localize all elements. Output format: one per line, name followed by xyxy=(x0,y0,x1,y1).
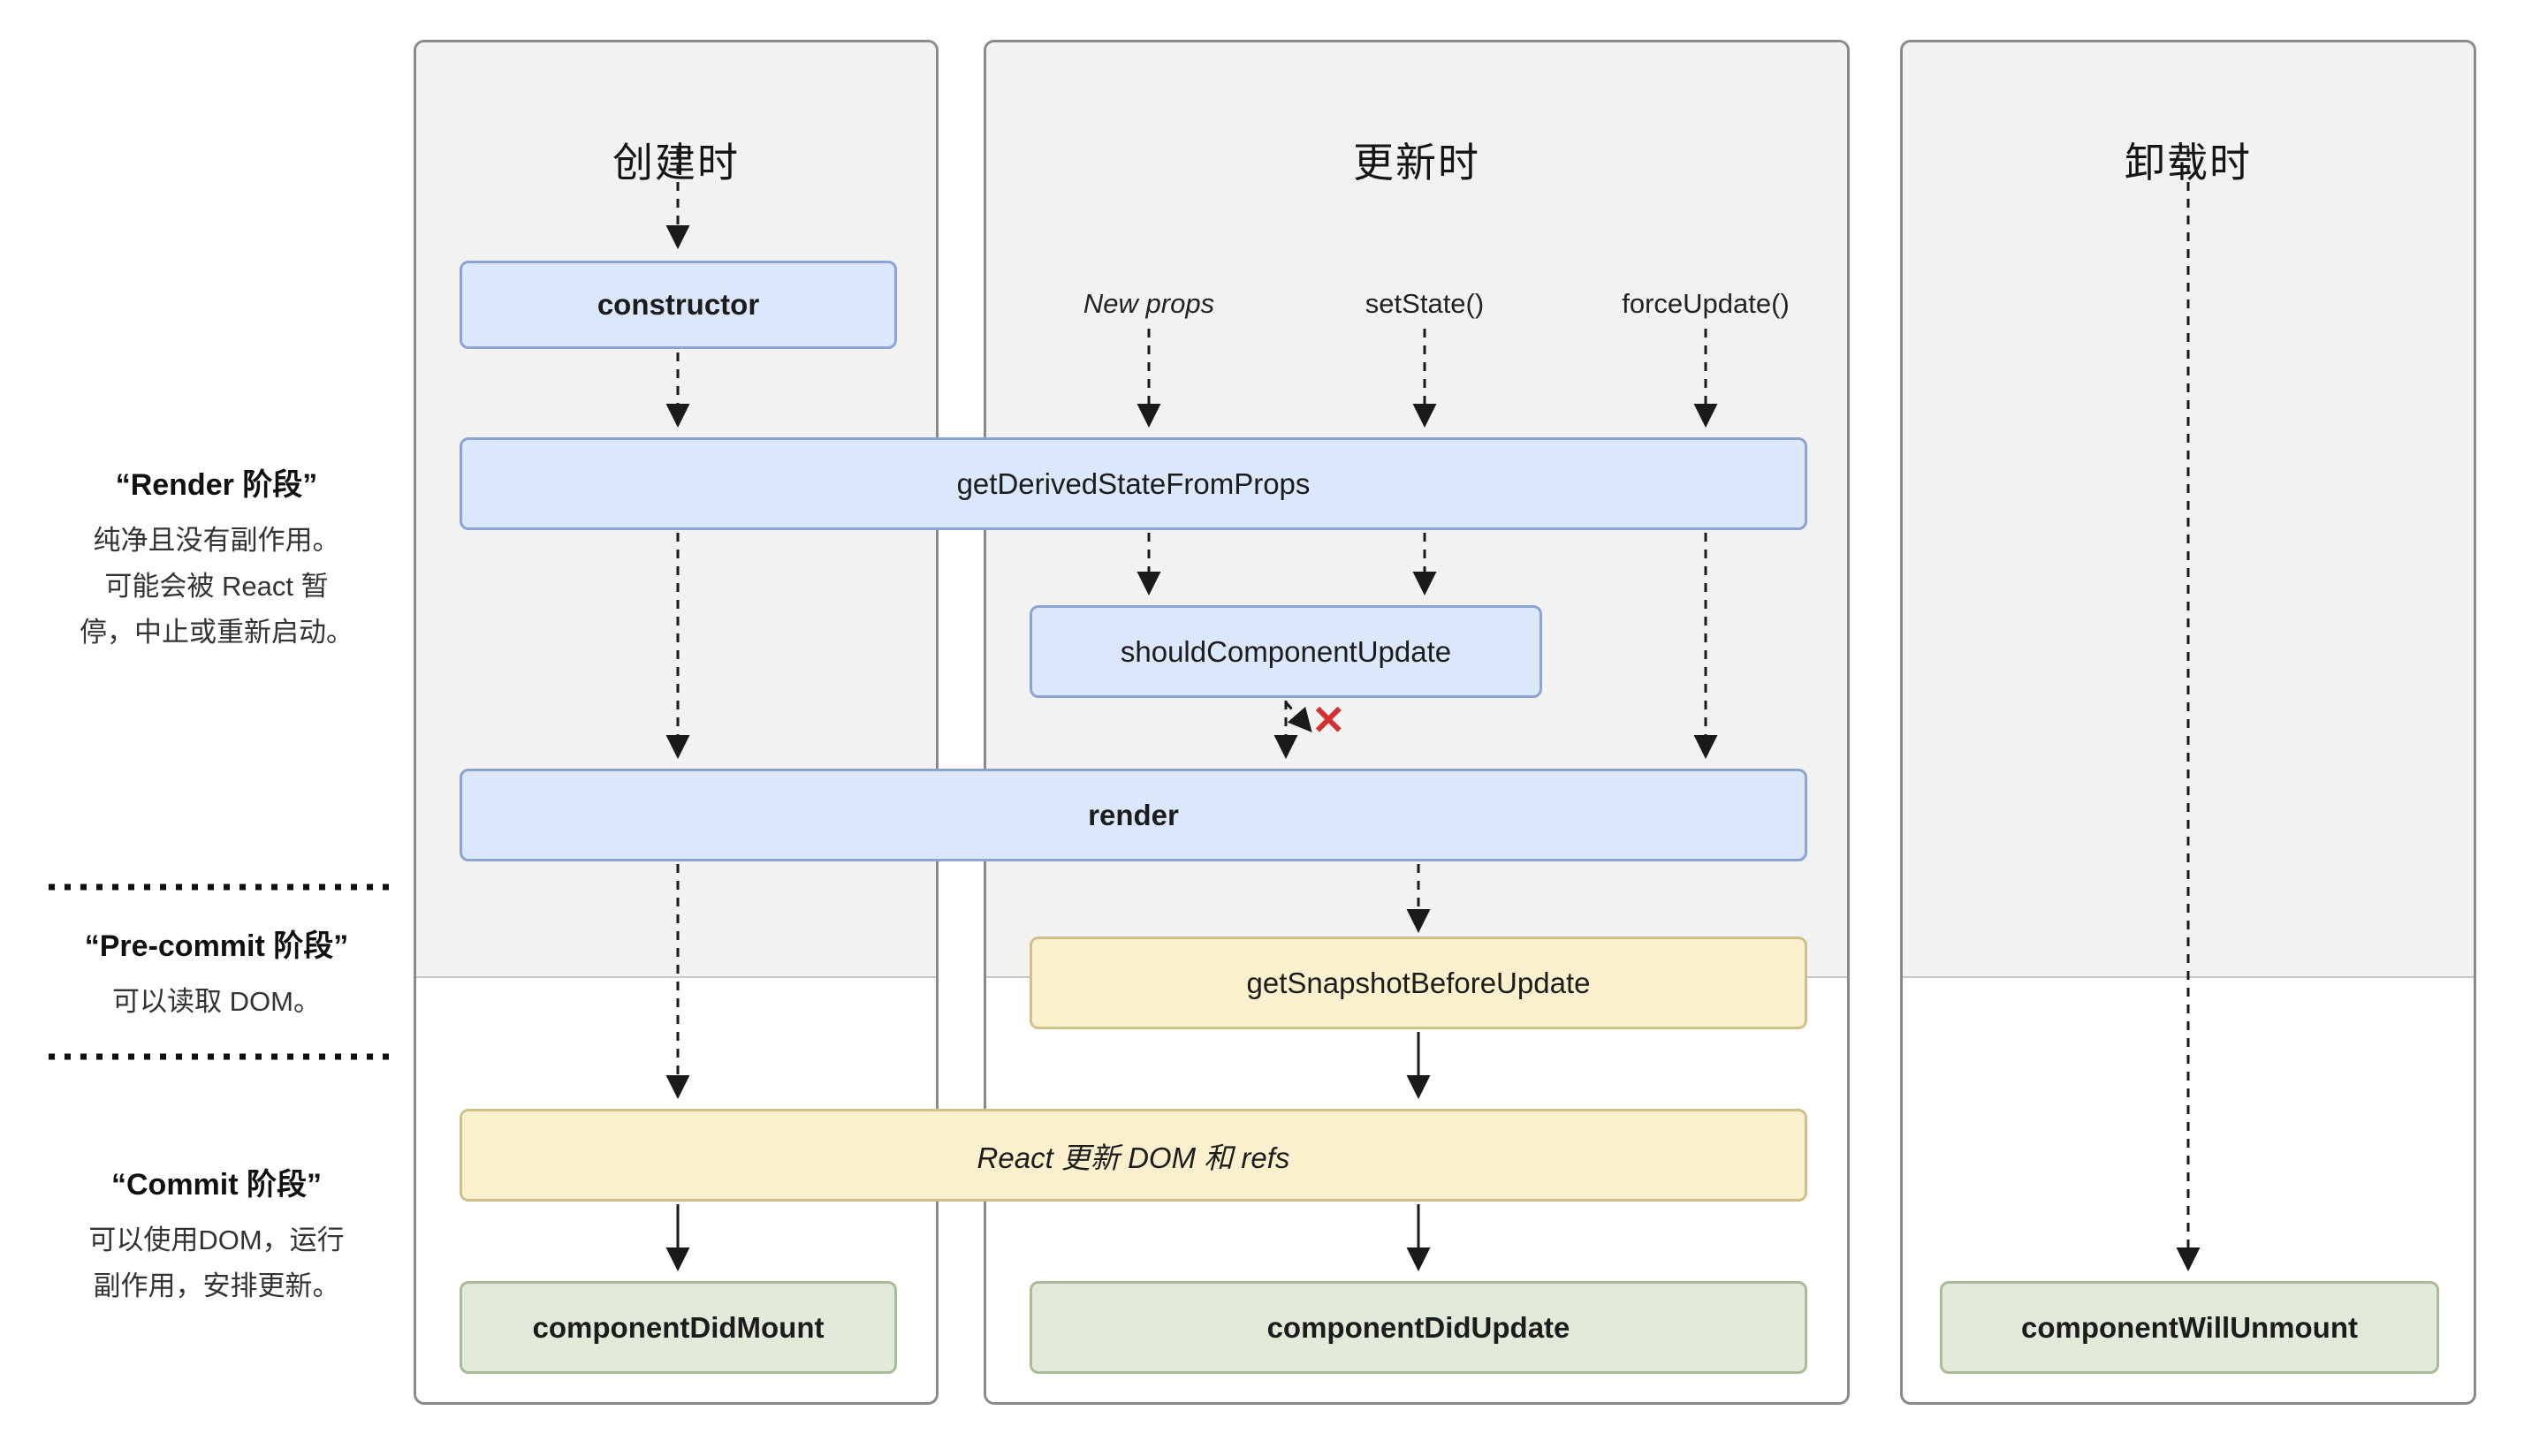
render-phase-description: 纯净且没有副作用。 可能会被 React 暂 停，中止或重新启动。 xyxy=(80,525,354,648)
trigger-set-state: setState() xyxy=(1365,288,1485,319)
render-phase-title: “Render 阶段” xyxy=(115,468,318,502)
pre-commit-phase-title: “Pre-commit 阶段” xyxy=(84,929,349,963)
node-should-component-update: shouldComponentUpdate xyxy=(1030,605,1542,698)
pre-commit-phase-description: 可以读取 DOM。 xyxy=(112,986,321,1017)
skip-update-x-icon: ✕ xyxy=(1311,697,1346,743)
trigger-force-update: forceUpdate() xyxy=(1622,288,1790,319)
node-component-did-update: componentDidUpdate xyxy=(1030,1281,1807,1374)
node-constructor: constructor xyxy=(460,261,897,349)
node-get-snapshot-before-update: getSnapshotBeforeUpdate xyxy=(1030,937,1807,1029)
node-render: render xyxy=(460,769,1807,861)
node-component-did-mount: componentDidMount xyxy=(460,1281,897,1374)
commit-phase-description: 可以使用DOM，运行 副作用，安排更新。 xyxy=(88,1225,345,1301)
node-get-derived-state-from-props: getDerivedStateFromProps xyxy=(460,437,1807,530)
panel-unmounting: 卸载时 xyxy=(1900,40,2476,1405)
column-header-unmounting: 卸载时 xyxy=(2125,140,2252,186)
column-header-updating: 更新时 xyxy=(1353,140,1480,186)
column-header-mounting: 创建时 xyxy=(612,140,740,186)
node-react-updates-dom: React 更新 DOM 和 refs xyxy=(460,1109,1807,1202)
commit-phase-title: “Commit 阶段” xyxy=(111,1168,322,1202)
node-component-will-unmount: componentWillUnmount xyxy=(1940,1281,2439,1374)
trigger-new-props: New props xyxy=(1083,288,1215,319)
